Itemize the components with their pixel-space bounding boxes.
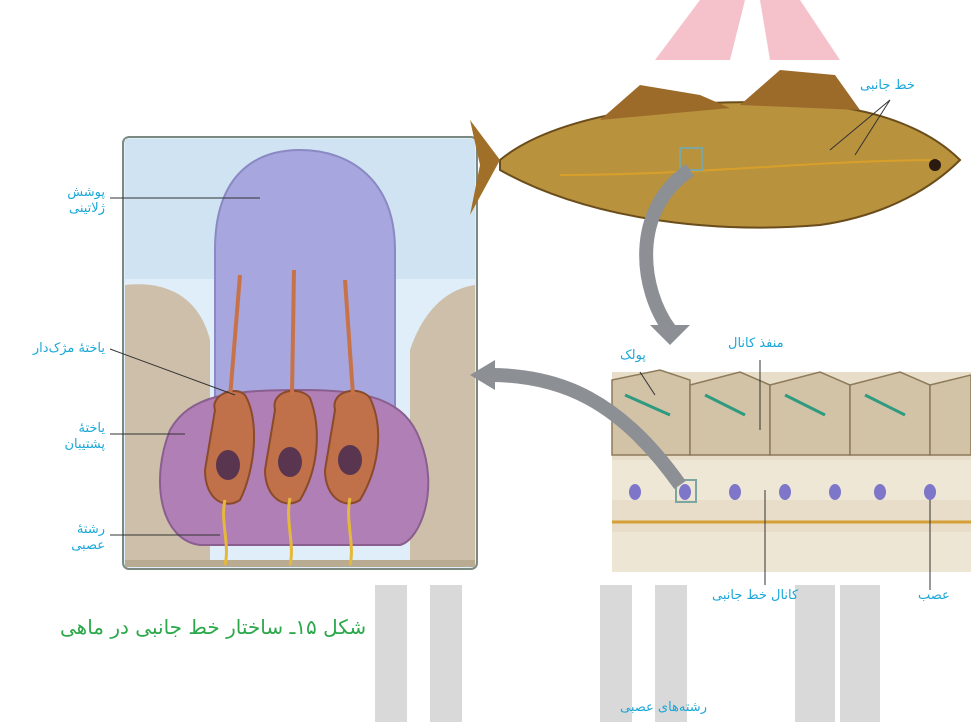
- label-nerve-fibers: رشته‌های عصبی: [620, 700, 707, 716]
- label-lateral-line-canal: کانال خط جانبی: [712, 588, 798, 604]
- figure-caption: شکل ۱۵ـ ساختار خط جانبی در ماهی: [60, 615, 366, 639]
- watermark-bar-1: [375, 585, 407, 722]
- neuromast-panel: [123, 137, 477, 569]
- label-lateral-line: خط جانبی: [860, 78, 915, 94]
- label-nerve: عصب: [918, 588, 950, 604]
- label-hair-cell: یاختهٔ مژک‌دار: [20, 341, 105, 357]
- label-nerve-fiber-line1: رشتهٔ: [50, 522, 105, 538]
- watermark-bar-5: [795, 585, 835, 722]
- watermark-bar-6: [840, 585, 880, 722]
- label-gelatinous-cover-line1: پوشش: [50, 185, 105, 201]
- label-nerve-fiber-line2: عصبی: [50, 538, 105, 554]
- label-gelatinous-cover-line2: ژلاتینی: [50, 201, 105, 217]
- watermark-bar-2: [430, 585, 462, 722]
- label-scale: پولک: [620, 348, 646, 364]
- watermark-pink-right: [760, 0, 840, 60]
- watermark-pink-left: [655, 0, 745, 60]
- label-support-cell-line2: پشتیبان: [40, 437, 105, 453]
- label-canal-opening: منفذ کانال: [728, 336, 784, 352]
- label-support-cell-line1: یاختهٔ: [50, 421, 105, 437]
